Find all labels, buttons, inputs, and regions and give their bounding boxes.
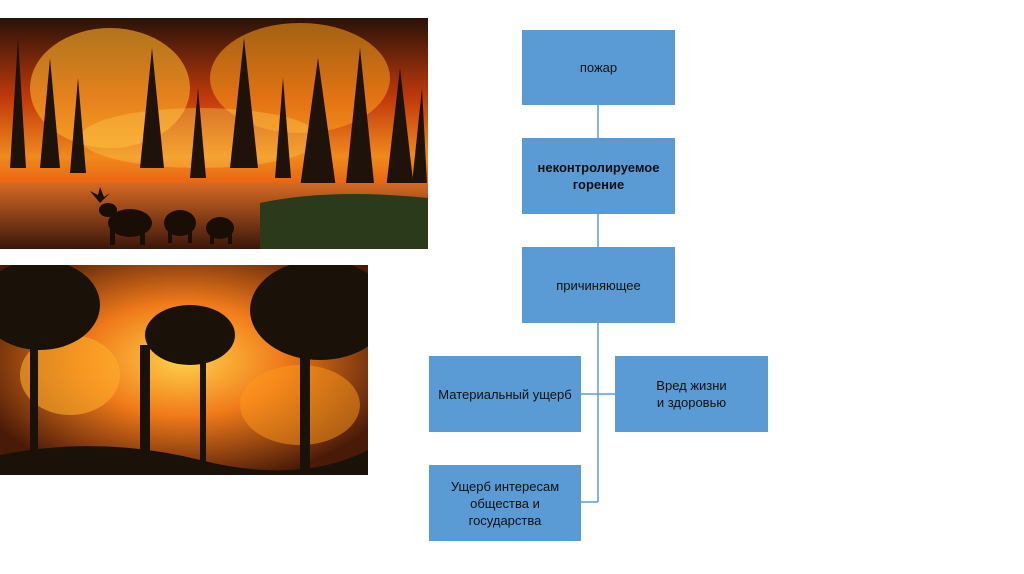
node-causing-label: причиняющее [556,277,641,293]
node-causing: причиняющее [522,247,675,323]
node-uncontrolled-burning: неконтролируемое горение [522,138,675,214]
node-damage-interests: Ущерб интересам общества и государства [429,465,581,541]
forest-fire-image [0,265,368,475]
forest-fire-illustration [0,265,368,475]
forest-fire-moose-illustration [0,18,428,249]
node-harm-life-health: Вред жизни и здоровью [615,356,768,432]
node-material-damage-label: Материальный ущерб [438,386,572,402]
node-fire-label: пожар [579,60,618,75]
forest-fire-moose-image [0,18,428,249]
node-material-damage: Материальный ущерб [429,356,581,432]
node-fire: пожар [522,30,675,105]
node-harm-life-health-label: Вред жизни и здоровью [656,378,727,410]
node-damage-interests-label: Ущерб интересам общества и государства [450,478,560,528]
node-uncontrolled-burning-label: неконтролируемое горение [537,160,660,192]
